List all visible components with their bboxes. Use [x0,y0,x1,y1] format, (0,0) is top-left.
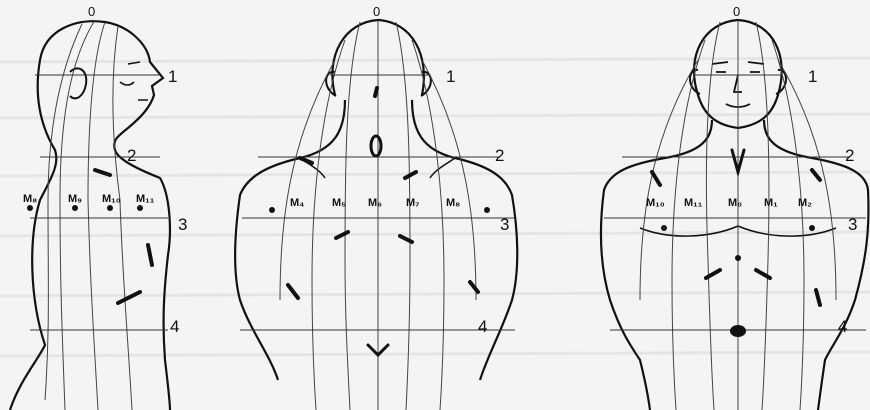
back-marker-1: M₄ [290,197,304,209]
side-marker-3: M₁₀ [102,193,121,205]
back-marker-4: M₇ [406,197,420,209]
side-marker-4: M₁₁ [136,193,155,205]
back-level-4: 4 [478,317,487,336]
side-marker-2: M₉ [68,193,82,205]
front-marker-2: M₁₁ [684,197,703,209]
side-level-2: 2 [127,146,136,165]
front-marker-5: M₂ [798,197,812,209]
front-level-3: 3 [848,215,857,234]
figure-back-view: 0 1 2 3 4 M₄ M₅ M₆ M₇ M₈ [235,4,517,410]
front-marker-3: M₀ [728,197,742,209]
back-level-3: 3 [500,215,509,234]
side-marker-1: M₈ [23,193,37,205]
side-level-1: 1 [168,67,177,86]
side-level-3: 3 [178,215,187,234]
figure-front-view: 0 1 2 3 4 M₁₀ M₁₁ M₀ M₁ M₂ [601,4,869,410]
front-level-2: 2 [845,146,854,165]
side-level-4: 4 [170,317,179,336]
front-level-1: 1 [808,67,817,86]
side-top-label: 0 [88,4,95,19]
back-level-1: 1 [446,67,455,86]
front-level-4: 4 [838,317,847,336]
back-top-label: 0 [373,4,380,19]
back-marker-2: M₅ [332,197,346,209]
side-body-outline [40,21,170,410]
back-marker-5: M₈ [446,197,460,209]
front-top-label: 0 [733,4,740,19]
front-marker-4: M₁ [764,197,778,209]
figure-side-view: 0 1 2 3 4 M₈ M₉ M₁₀ M₁₁ [10,4,187,410]
front-marker-1: M₁₀ [646,197,665,209]
back-level-2: 2 [495,146,504,165]
back-marker-3: M₆ [368,197,382,209]
